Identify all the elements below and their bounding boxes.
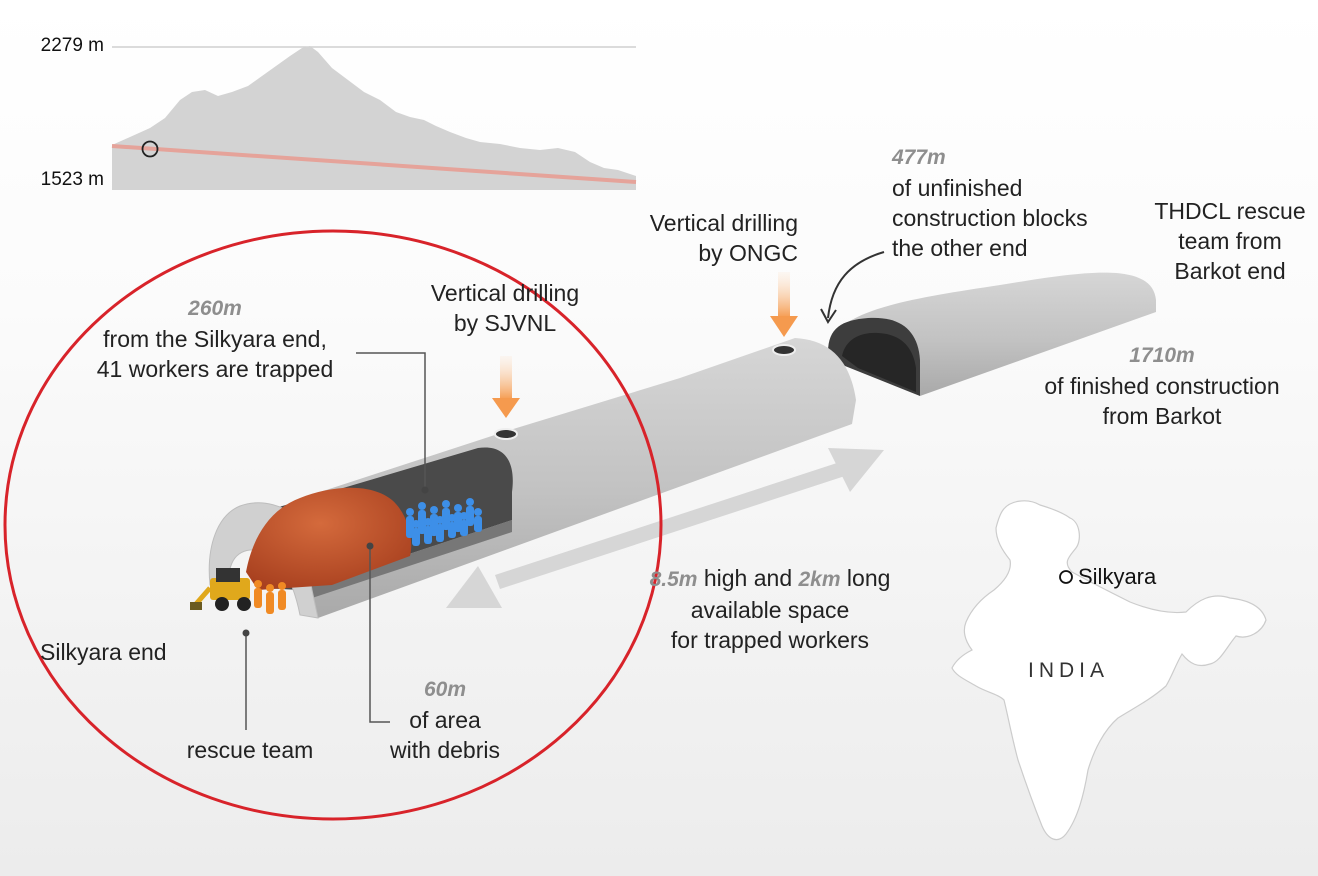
trapped-leader-line — [356, 352, 426, 488]
map-location-label: Silkyara — [1078, 564, 1157, 589]
trapped-line1: from the Silkyara end, — [103, 326, 327, 352]
silkyara-position-marker — [141, 140, 159, 158]
space-annotation: 8.5m high and 2km long available space f… — [620, 563, 920, 655]
debris-annotation: 60m of area with debris — [372, 675, 518, 765]
rescue-team-label: rescue team — [186, 737, 314, 763]
space-text2: long — [840, 565, 891, 591]
elevation-profile — [111, 46, 637, 190]
sjvnl-line2: by SJVNL — [453, 310, 557, 336]
debris-line1: of area — [409, 707, 481, 733]
sjvnl-drill-hole — [494, 428, 518, 440]
thdcl-annotation: THDCL rescue team from Barkot end — [1142, 196, 1318, 286]
trapped-line2: 41 workers are trapped — [96, 356, 334, 382]
ongc-annotation: Vertical drilling by ONGC — [598, 208, 798, 268]
ongc-line1: Vertical drilling — [649, 210, 798, 236]
silkyara-map-marker — [1059, 570, 1073, 584]
ongc-line2: by ONGC — [698, 240, 798, 266]
finished-line2: from Barkot — [1102, 403, 1222, 429]
debris-leader-line — [369, 548, 390, 723]
unfinished-distance: 477m — [892, 146, 946, 169]
rescue-leader-dot — [242, 629, 250, 637]
elevation-bottom-label: 1523 m — [40, 169, 104, 190]
rescue-team-figures — [254, 580, 286, 614]
debris-leader-dot — [366, 542, 374, 550]
gap-pointer-arrowhead — [820, 308, 837, 324]
trapped-leader-dot — [421, 486, 429, 494]
space-length: 2km — [798, 568, 841, 591]
thdcl-line1: THDCL rescue — [1154, 198, 1306, 224]
finished-distance: 1710m — [1129, 344, 1195, 367]
unfinished-line1: of unfinished — [892, 175, 1023, 201]
elevation-top-label: 2279 m — [40, 35, 104, 56]
ongc-drilling-arrow — [770, 272, 798, 337]
sjvnl-annotation: Vertical drilling by SJVNL — [405, 278, 605, 338]
space-line3: for trapped workers — [670, 627, 870, 653]
india-map — [951, 500, 1267, 841]
trapped-annotation: 260m from the Silkyara end, 41 workers a… — [80, 294, 350, 384]
length-double-arrow — [446, 448, 884, 608]
finished-line1: of finished construction — [1044, 373, 1280, 399]
ongc-drill-hole — [772, 344, 796, 356]
gap-pointer-arrow — [827, 251, 885, 319]
tunnel-profile-line — [111, 144, 637, 184]
silkyara-end-label: Silkyara end — [40, 639, 167, 665]
space-line1: 8.5m high and 2km long — [620, 563, 920, 595]
space-line2: available space — [690, 597, 850, 623]
debris-line2: with debris — [390, 737, 500, 763]
barkot-tunnel-segment — [828, 272, 1156, 396]
map-country-label: INDIA — [1028, 659, 1110, 682]
unfinished-annotation: 477m of unfinished construction blocks t… — [892, 143, 1132, 263]
sjvnl-drilling-arrow — [492, 356, 520, 418]
sjvnl-line1: Vertical drilling — [430, 280, 580, 306]
finished-annotation: 1710m of finished construction from Bark… — [1022, 341, 1302, 431]
trapped-workers — [406, 498, 482, 546]
rescue-excavator — [190, 568, 251, 611]
debris-distance: 60m — [423, 678, 467, 701]
trapped-distance: 260m — [188, 297, 242, 320]
unfinished-line2: construction blocks — [892, 205, 1088, 231]
highlight-circle — [3, 229, 663, 821]
thdcl-line2: team from — [1178, 228, 1282, 254]
thdcl-line3: Barkot end — [1174, 258, 1286, 284]
space-text1: high and — [697, 565, 799, 591]
mountain-silhouette — [112, 46, 636, 190]
space-height: 8.5m — [649, 568, 698, 591]
unfinished-line3: the other end — [892, 235, 1028, 261]
